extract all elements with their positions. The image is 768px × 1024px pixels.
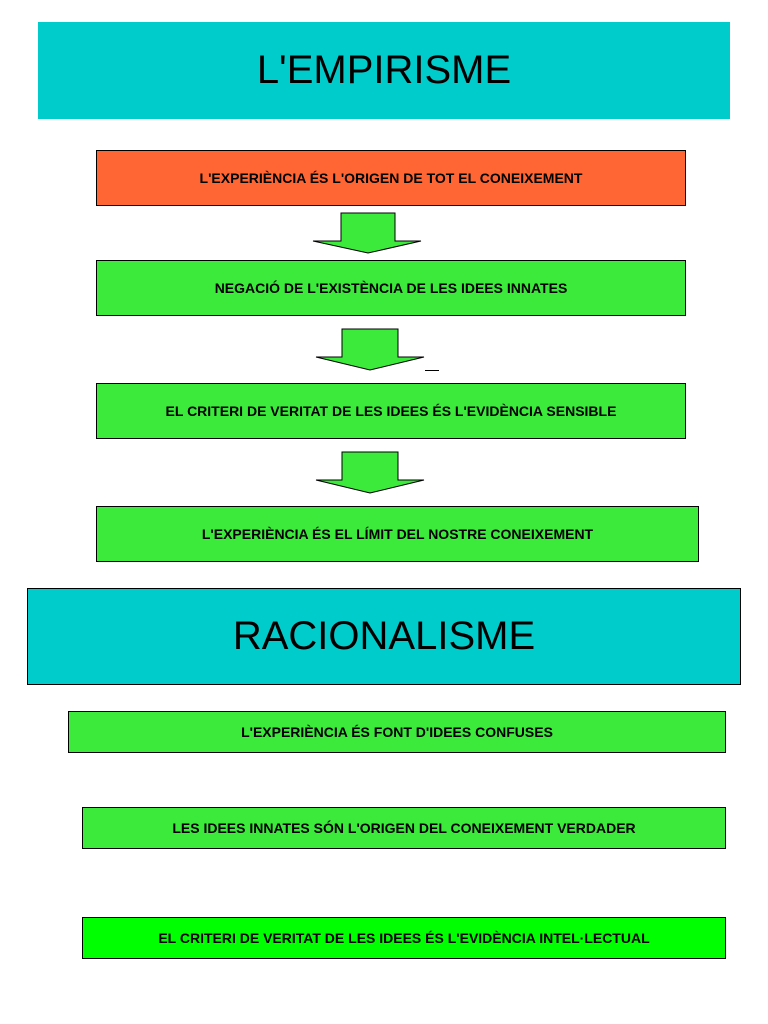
racionalisme-item-1: L'EXPERIÈNCIA ÉS FONT D'IDEES CONFUSES [68, 711, 726, 753]
empirisme-title: L'EMPIRISME [38, 22, 730, 119]
racionalisme-item-2: LES IDEES INNATES SÓN L'ORIGEN DEL CONEI… [82, 807, 726, 849]
empirisme-step-4: L'EXPERIÈNCIA ÉS EL LÍMIT DEL NOSTRE CON… [96, 506, 699, 562]
stray-mark [425, 370, 439, 371]
racionalisme-title: RACIONALISME [27, 588, 741, 685]
empirisme-step-1: L'EXPERIÈNCIA ÉS L'ORIGEN DE TOT EL CONE… [96, 150, 686, 206]
racionalisme-item-3: EL CRITERI DE VERITAT DE LES IDEES ÉS L'… [82, 917, 726, 959]
empirisme-step-3: EL CRITERI DE VERITAT DE LES IDEES ÉS L'… [96, 383, 686, 439]
down-arrow-icon [315, 328, 425, 371]
down-arrow-icon [315, 451, 425, 494]
down-arrow-icon [312, 212, 422, 254]
empirisme-step-2: NEGACIÓ DE L'EXISTÈNCIA DE LES IDEES INN… [96, 260, 686, 316]
